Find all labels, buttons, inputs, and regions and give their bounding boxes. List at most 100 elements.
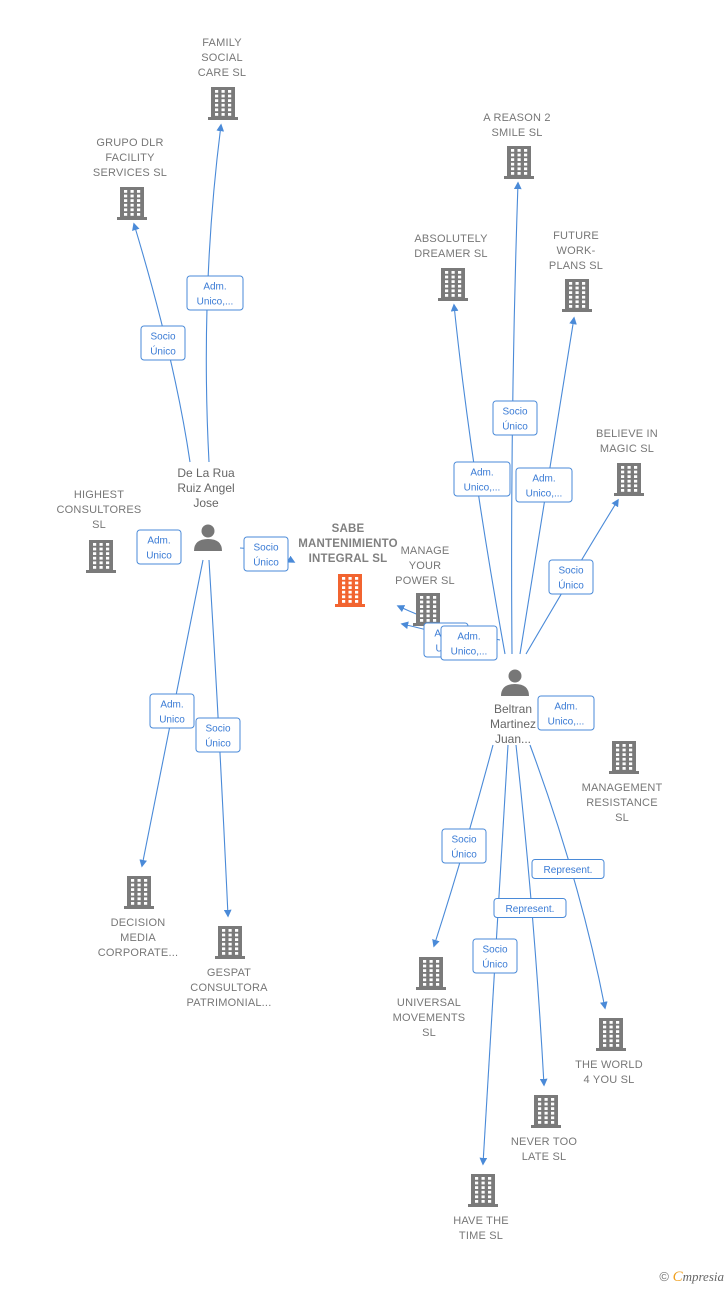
node-label-line: PLANS SL	[549, 260, 603, 272]
node-label-line: A REASON 2	[483, 112, 550, 124]
node-label-line: CONSULTORES	[57, 504, 142, 516]
company-node-future[interactable]: FUTURE WORK- PLANS SL	[549, 230, 603, 312]
node-label-line: CORPORATE...	[98, 947, 178, 959]
node-label-line: DREAMER SL	[414, 248, 488, 260]
edge-label-box	[492, 400, 538, 436]
node-label-line: MEDIA	[120, 932, 156, 944]
node-label-line: SERVICES SL	[93, 167, 167, 179]
edge-label-text: Único	[451, 848, 477, 861]
building-icon	[596, 1018, 626, 1051]
building-icon	[531, 1095, 561, 1128]
building-icon	[117, 187, 147, 220]
edge-label-box	[149, 693, 195, 729]
company-node-gespat[interactable]: GESPAT CONSULTORA PATRIMONIAL...	[187, 926, 272, 1009]
company-node-decision[interactable]: DECISION MEDIA CORPORATE...	[98, 876, 178, 959]
edge-label-text: Socio	[502, 407, 527, 418]
edge-label-text: Socio	[451, 835, 476, 846]
edge-label-text: Socio	[205, 724, 230, 735]
edge-label-box	[243, 536, 289, 572]
edge-label-text: Único	[253, 556, 279, 569]
node-label-line: Beltran	[494, 702, 532, 716]
person-icon	[194, 524, 222, 551]
edge-label-text: Único	[150, 345, 176, 358]
node-label-line: MOVEMENTS	[393, 1012, 466, 1024]
edge-label[interactable]: Adm. Unico,...	[453, 461, 511, 497]
building-icon	[416, 957, 446, 990]
building-icon	[124, 876, 154, 909]
node-label-line: DECISION	[111, 917, 166, 929]
node-label-line: WORK-	[557, 245, 596, 257]
node-label-line: MAGIC SL	[600, 443, 654, 455]
edge-label[interactable]: Adm.Unico	[136, 529, 182, 565]
building-icon	[215, 926, 245, 959]
edge-label-text: Adm.	[532, 474, 555, 485]
edge-label-text: Socio	[253, 543, 278, 554]
edge-label-text: Represent.	[544, 865, 593, 876]
edge-label-text: Unico	[146, 551, 172, 562]
node-label-line: Jose	[193, 496, 219, 510]
edge-label[interactable]: Adm. Unico	[149, 693, 195, 729]
edge-label[interactable]: Adm.Unico,...	[515, 467, 573, 503]
edge-label-text: Adm.	[160, 700, 183, 711]
node-label-line: FACILITY	[105, 152, 155, 164]
edge-label-text: Socio	[482, 945, 507, 956]
person-node-p2[interactable]: BeltranMartinezJuan...	[490, 669, 536, 747]
building-icon	[86, 540, 116, 573]
node-label-line: LATE SL	[522, 1151, 567, 1163]
edge-label-box	[136, 529, 182, 565]
node-label-line: PATRIMONIAL...	[187, 997, 272, 1009]
node-label-line: SABE	[332, 523, 365, 535]
edge-label-box	[472, 938, 518, 974]
node-label-line: MANAGEMENT	[582, 782, 663, 794]
edge-label-text: Unico	[159, 715, 185, 726]
edge-label-box	[493, 898, 567, 918]
edge-label-text: Represent.	[506, 904, 555, 915]
node-label-line: GESPAT	[207, 967, 251, 979]
node-label-line: INTEGRAL SL	[309, 553, 388, 565]
edge-label-text: Adm.	[470, 468, 493, 479]
building-icon	[504, 146, 534, 179]
edge-label-text: Unico,...	[464, 483, 501, 494]
node-label-line: Juan...	[495, 732, 531, 746]
edge-label[interactable]: Adm.Unico,...	[537, 695, 595, 731]
edge-label-text: Socio	[558, 566, 583, 577]
edge-label-box	[440, 625, 498, 661]
building-icon	[468, 1174, 498, 1207]
node-label-line: ABSOLUTELY	[414, 233, 488, 245]
empresia-logo[interactable]: Cmpresia	[672, 1269, 724, 1285]
building-icon	[562, 279, 592, 312]
node-label-line: THE WORLD	[575, 1059, 643, 1071]
edge-label-box	[548, 559, 594, 595]
edge-label[interactable]: Adm.Unico,...	[186, 275, 244, 311]
node-label-line: CONSULTORA	[190, 982, 268, 994]
edge-label[interactable]: Represent.	[493, 898, 567, 918]
edge-label[interactable]: Adm.Unico,...	[440, 625, 498, 661]
edge-label[interactable]: Represent.	[531, 859, 605, 879]
company-node-absolutely[interactable]: ABSOLUTELY DREAMER SL	[414, 233, 488, 301]
node-label-line: SOCIAL	[201, 52, 243, 64]
node-label-line: TIME SL	[459, 1230, 503, 1242]
edge-label-text: Socio	[150, 332, 175, 343]
node-label-line: FUTURE	[553, 230, 599, 242]
